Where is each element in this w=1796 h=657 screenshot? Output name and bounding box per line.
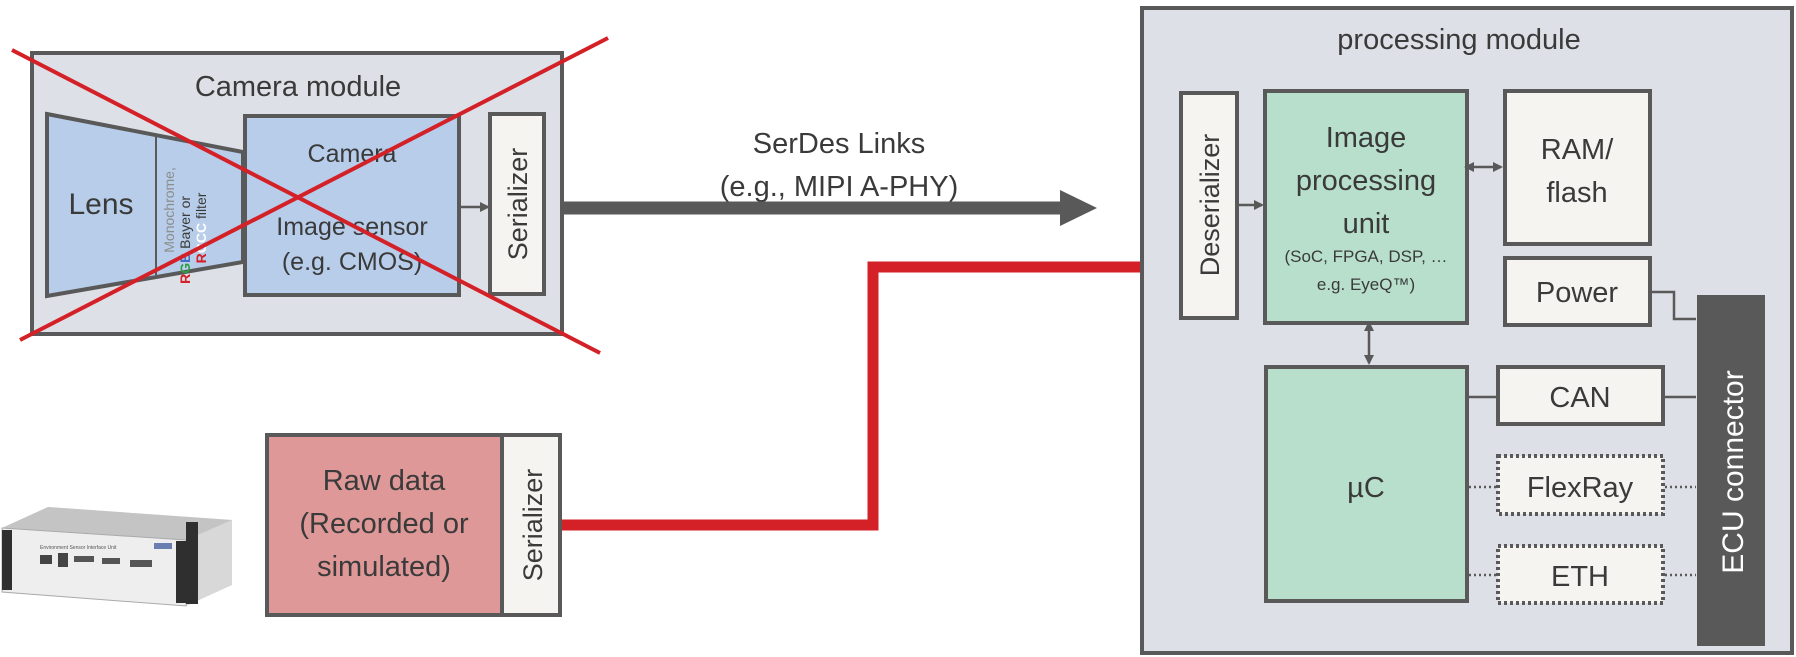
device-label: Environment Sensor Interface Unit <box>40 545 117 551</box>
filter-rccc-r: R <box>193 253 209 263</box>
filter-rgb-g: G <box>177 263 193 274</box>
serdes-label-line2: (e.g., MIPI A-PHY) <box>720 171 959 203</box>
filter-bayer: Bayer or <box>177 196 193 253</box>
microcontroller-box <box>1264 365 1469 603</box>
filter-rgb-b: B <box>177 253 193 263</box>
ecu-connector-box <box>1697 295 1765 646</box>
ipu-line3: unit <box>1343 208 1390 240</box>
deserializer-label: Deserializer <box>1195 134 1225 277</box>
ipu-line4: (SoC, FPGA, DSP, … <box>1284 247 1447 266</box>
ram-line2: flash <box>1546 177 1607 209</box>
raw-data-injection-path <box>562 261 1140 531</box>
ecu-connector-label: ECU connector <box>1717 370 1750 573</box>
camera-module: Camera module Lens Monochrome, RGB Bayer… <box>11 36 609 355</box>
camera-module-title: Camera module <box>195 71 401 103</box>
ipu-line5: e.g. EyeQ™) <box>1317 275 1415 294</box>
ipu-line2: processing <box>1296 165 1436 197</box>
eth-label: ETH <box>1551 561 1609 593</box>
filter-rgb-r: R <box>177 274 193 284</box>
recording-device-image: Environment Sensor Interface Unit <box>1 507 232 607</box>
microcontroller-label: µC <box>1347 472 1385 504</box>
raw-data-box <box>265 433 504 617</box>
lens-label: Lens <box>68 188 133 221</box>
power-to-connector-line <box>1652 290 1696 321</box>
power-box <box>1503 256 1652 327</box>
image-processing-unit-box <box>1263 89 1469 325</box>
processing-module-title: processing module <box>1337 24 1580 56</box>
power-label: Power <box>1536 277 1619 309</box>
deserializer-box <box>1179 91 1239 320</box>
filter-word: filter <box>193 192 209 223</box>
filter-monochrome: Monochrome, <box>161 167 177 253</box>
image-sensor-line2: (e.g. CMOS) <box>282 248 422 276</box>
can-label: CAN <box>1549 382 1610 414</box>
raw-data-source: Environment Sensor Interface Unit Raw da… <box>1 248 1182 617</box>
flexray-box <box>1496 454 1665 516</box>
camera-serializer-label: Serializer <box>503 148 533 261</box>
raw-data-line2: (Recorded or <box>299 508 469 540</box>
raw-data-line3: simulated) <box>317 551 451 583</box>
serdes-arrow-head <box>1060 190 1097 226</box>
crossed-out-line-2 <box>19 36 609 342</box>
raw-data-line1: Raw data <box>323 465 446 497</box>
eth-box <box>1496 544 1665 605</box>
filter-type-label: Monochrome, RGB Bayer or RCCC filter <box>161 163 209 284</box>
processing-module: processing module Deserializer Image pro… <box>1140 6 1794 655</box>
crossed-out-line-1 <box>11 48 601 355</box>
ram-line1: RAM/ <box>1541 134 1614 166</box>
camera-serializer-box <box>488 112 546 296</box>
ipu-line1: Image <box>1326 122 1407 154</box>
flexray-label: FlexRay <box>1527 472 1634 504</box>
raw-serializer-label: Serializer <box>518 469 548 582</box>
ram-flash-box <box>1503 89 1652 246</box>
raw-serializer-box <box>500 433 562 617</box>
serdes-label-line1: SerDes Links <box>753 128 925 160</box>
can-box <box>1496 365 1665 426</box>
serdes-links: SerDes Links (e.g., MIPI A-PHY) <box>564 128 1097 226</box>
